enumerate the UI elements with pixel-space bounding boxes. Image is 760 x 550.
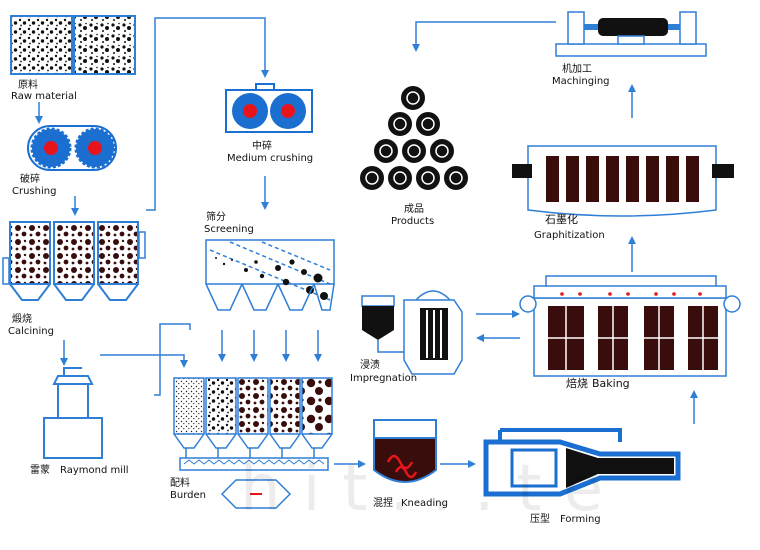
raw-material-bins [10,15,136,75]
label-screening-en: Screening [204,224,254,235]
label-raw-material-en: Raw material [11,91,77,102]
label-baking-zh: 焙烧 [566,377,588,390]
label-screening-zh: 筛分 [206,212,226,223]
label-graphitization-en: Graphitization [534,230,605,241]
label-calcining-zh: 煅烧 [12,314,32,325]
screening-machine [205,239,335,311]
label-burden-zh: 配料 [170,478,190,489]
weigh-hopper [220,479,292,509]
label-medium-crushing-en: Medium crushing [227,153,314,164]
products-electrode-stack [358,84,470,192]
label-kneading-zh: 混捏 [373,498,393,509]
arrow-raymond-to-burden [100,354,188,368]
baking-furnace [519,275,741,377]
label-raymond-mill-zh: 雷蒙 [30,465,50,476]
watermark: hit...te [240,452,625,526]
label-forming-en: Forming [560,514,601,525]
kneading-mixer [373,419,437,483]
label-impregnation-en: Impregnation [350,373,418,384]
crusher-rollers [27,125,117,171]
arrow-machining-to-products [412,21,556,52]
arrow-to-medium-crushing [146,17,269,211]
machining-lathe [555,11,707,57]
label-machining-zh: 机加工 [562,64,592,75]
calcining-furnaces [2,221,146,301]
label-crushing-en: Crushing [12,186,57,197]
medium-crusher [225,83,313,133]
label-machining-en: Machinging [552,76,610,87]
label-raymond-mill-en: Raymond mill [60,465,129,476]
raymond-mill [43,367,103,459]
forming-press [483,428,681,497]
label-calcining-en: Calcining [8,326,54,337]
label-graphitization-zh: 石墨化 [545,213,578,226]
label-kneading-en: Kneading [401,498,448,509]
label-impregnation-zh: 浸渍 [360,360,380,371]
label-medium-crushing-zh: 中碎 [252,141,272,152]
label-crushing-zh: 破碎 [20,174,40,185]
burden-bins [173,377,333,471]
label-raw-material-zh: 原料 [18,80,38,91]
label-forming-zh: 压型 [530,514,550,525]
screening-output-arrows [218,330,322,362]
arrow-mill-feed [154,323,191,396]
label-burden-en: Burden [170,490,206,501]
label-products-zh: 成品 [404,204,424,215]
label-baking-en: Baking [592,377,630,390]
graphitization-furnace [512,145,734,217]
label-products-en: Products [391,216,435,227]
impregnation-tanks [361,290,463,375]
